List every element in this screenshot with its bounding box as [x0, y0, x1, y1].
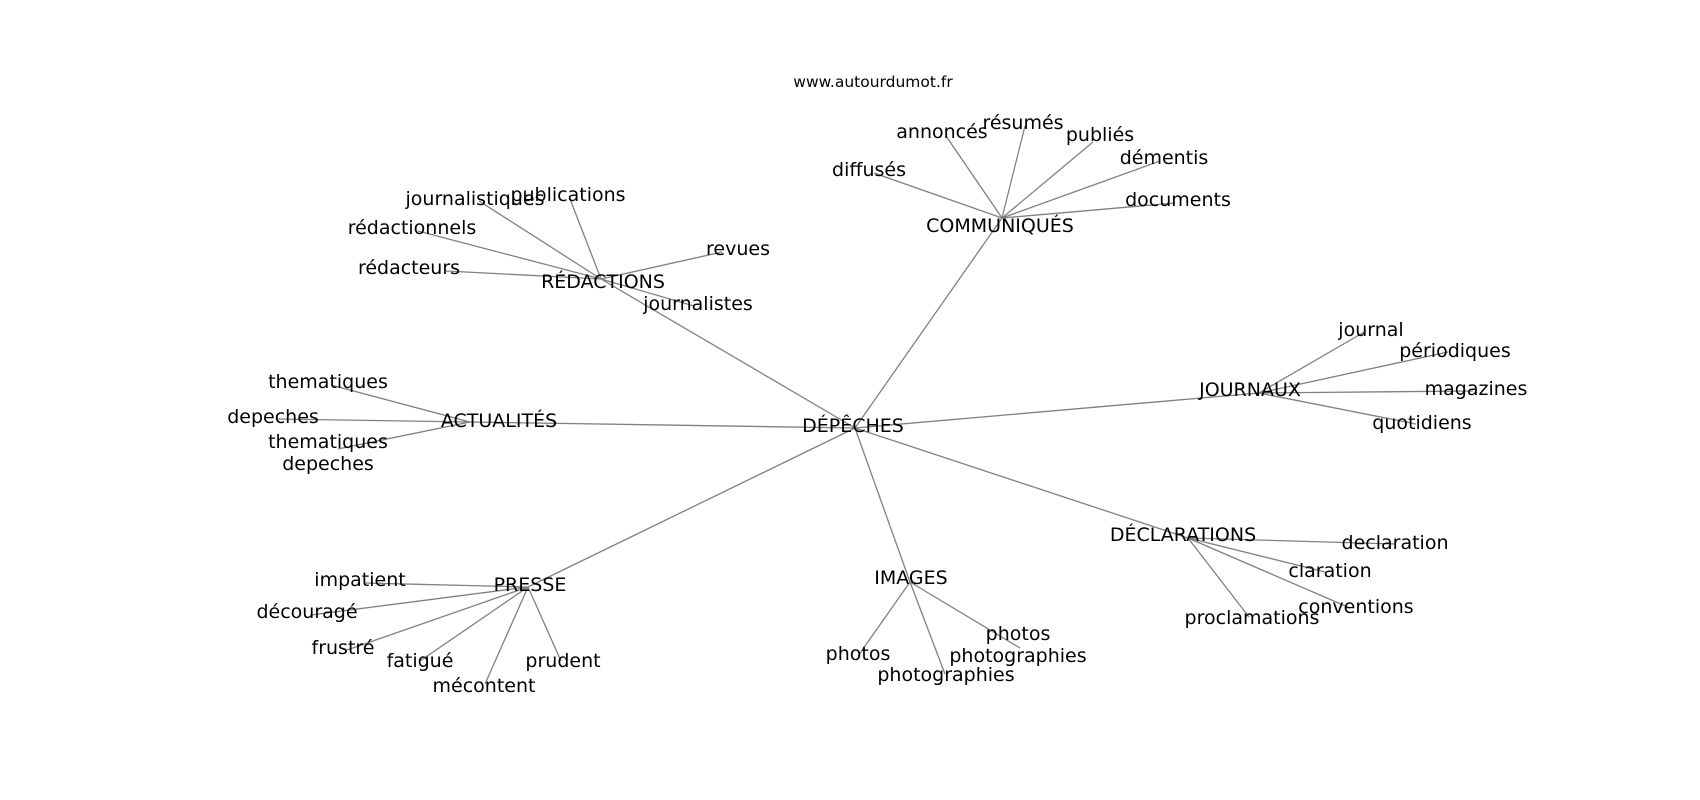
leaf-word-label: prudent	[525, 650, 600, 672]
leaf-word-label: mécontent	[433, 675, 536, 697]
leaf-word-label: démentis	[1120, 147, 1209, 169]
edge-hub-to-word	[1187, 537, 1351, 609]
edge-root-to-hub	[854, 392, 1260, 429]
leaf-word-label: revues	[706, 238, 770, 260]
edge-hub-to-word	[1001, 125, 1026, 219]
edge-hub-to-word	[417, 230, 602, 280]
leaf-word-label: diffusés	[832, 159, 906, 181]
edge-layer	[276, 125, 1474, 685]
leaf-word-label: proclamations	[1185, 607, 1320, 629]
leaf-word-label: rédacteurs	[358, 257, 460, 279]
edge-hub-to-word	[569, 198, 602, 280]
edge-hub-to-word	[1258, 351, 1449, 394]
leaf-word-label: photographies	[877, 664, 1014, 686]
edge-hub-to-word	[873, 172, 1003, 219]
edge-root-to-hub	[527, 427, 856, 588]
hub-node-label: PRESSE	[494, 574, 567, 596]
edge-hub-to-word	[445, 270, 602, 280]
edge-hub-to-word	[478, 200, 602, 280]
leaf-word-label: découragé	[256, 601, 357, 623]
edge-hub-to-word	[857, 581, 911, 657]
leaf-word-label: journal	[1337, 319, 1403, 341]
hub-node-label: RÉDACTIONS	[541, 270, 665, 293]
edge-hub-to-word	[1187, 537, 1326, 573]
edge-hub-to-word	[1001, 202, 1176, 219]
leaf-word-label: publications	[510, 184, 625, 206]
hub-node-label: COMMUNIQUÉS	[926, 214, 1074, 237]
leaf-word-label: périodiques	[1399, 340, 1511, 362]
hub-node-label: DÉCLARATIONS	[1110, 523, 1256, 546]
edge-hub-to-word	[484, 586, 529, 685]
edge-hub-to-word	[419, 586, 529, 662]
edge-hub-to-word	[337, 421, 471, 450]
leaf-word-label: claration	[1288, 560, 1371, 582]
leaf-word-label: publiés	[1066, 124, 1134, 146]
root-node-label: DÉPÊCHES	[802, 414, 904, 437]
edge-hub-to-word	[527, 586, 562, 662]
edge-root-to-hub	[854, 217, 1003, 429]
leaf-word-label: journalistiques	[405, 188, 545, 210]
edge-root-to-hub	[854, 427, 1189, 539]
leaf-word-label: photos	[826, 643, 891, 665]
leaf-word-label: documents	[1125, 189, 1231, 211]
leaf-word-label: frustré	[312, 637, 375, 659]
edge-hub-to-word	[1258, 392, 1417, 425]
edge-hub-to-word	[600, 278, 695, 307]
leaf-word-label: magazines	[1425, 378, 1528, 400]
leaf-word-label: quotidiens	[1372, 412, 1471, 434]
edge-hub-to-word	[1187, 537, 1397, 545]
edge-hub-to-word	[909, 581, 1021, 649]
leaf-word-label: journalistes	[642, 293, 753, 315]
leaf-word-label: résumés	[982, 112, 1063, 134]
edge-hub-to-word	[1258, 390, 1474, 394]
hub-node-label: ACTUALITÉS	[441, 409, 557, 432]
leaf-word-label: depeches	[227, 406, 319, 428]
site-url-label: www.autourdumot.fr	[793, 73, 953, 91]
edge-hub-to-word	[945, 135, 1003, 219]
leaf-word-label: thematiques	[268, 371, 388, 393]
edge-hub-to-word	[276, 418, 471, 423]
leaf-word-label: declaration	[1342, 532, 1449, 554]
leaf-word-label: impatient	[314, 569, 405, 591]
edge-root-to-hub	[854, 427, 911, 583]
edge-hub-to-word	[310, 586, 529, 616]
leaf-word-label: fatigué	[387, 650, 454, 672]
leaf-word-label: annoncés	[896, 121, 987, 143]
leaf-word-label: rédactionnels	[348, 217, 477, 239]
hub-node-label: IMAGES	[874, 567, 947, 589]
edge-hub-to-word	[330, 384, 471, 423]
edge-hub-to-word	[1001, 160, 1161, 219]
edge-hub-to-word	[1001, 141, 1094, 219]
edge-hub-to-word	[600, 251, 723, 280]
edge-root-to-hub	[469, 421, 856, 429]
edge-hub-to-word	[1258, 330, 1367, 394]
edge-hub-to-word	[363, 582, 529, 588]
edge-hub-to-word	[1187, 537, 1250, 618]
leaf-word-label: conventions	[1298, 596, 1413, 618]
hub-node-label: JOURNAUX	[1198, 379, 1301, 401]
edge-root-to-hub	[600, 278, 856, 429]
edge-hub-to-word	[909, 581, 946, 675]
edge-hub-to-word	[346, 586, 529, 651]
